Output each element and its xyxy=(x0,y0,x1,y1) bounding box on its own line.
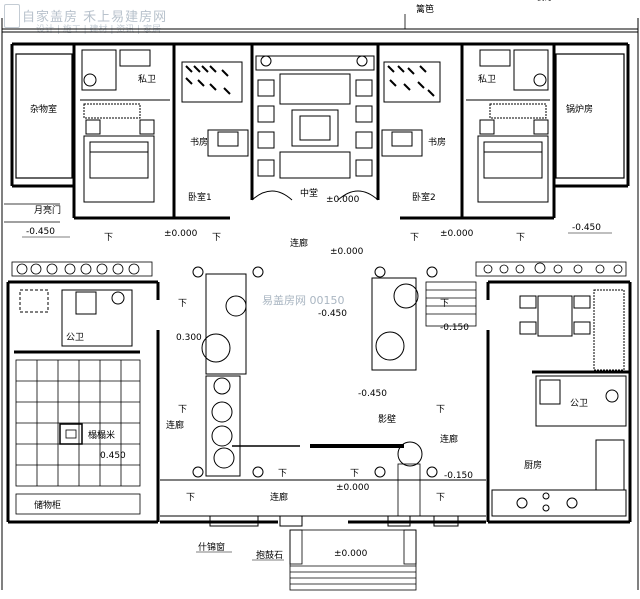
bedroom2-label: 卧室2 xyxy=(412,191,436,203)
tatami-label: 榻榻米 xyxy=(88,429,115,441)
north-corridor-label: 连廊 xyxy=(290,237,308,249)
boiler-label: 锅炉房 xyxy=(566,103,593,115)
tatami-level: 0.450 xyxy=(100,451,126,461)
left-study-label: 书房 xyxy=(190,136,208,148)
south-wall xyxy=(160,515,486,527)
east-building-walls xyxy=(486,280,632,524)
watermark-center: 易盖房网 00150 xyxy=(262,294,345,307)
left-study-interior xyxy=(181,61,249,157)
down-markers: 下 下 下 下 下 下 下 下 下 下 下 下 xyxy=(104,233,525,503)
north-corridor-level: ±0.000 xyxy=(330,247,364,257)
left-wing-interior xyxy=(80,49,170,203)
drum-stone-label: 抱鼓石 xyxy=(256,549,283,561)
svg-text:下: 下 xyxy=(436,405,445,415)
bedroom2-level: ±0.000 xyxy=(440,229,474,239)
left-private-bath-label: 私卫 xyxy=(138,74,156,85)
svg-text:下: 下 xyxy=(410,233,419,243)
step-right-low-level: -0.150 xyxy=(444,471,473,481)
right-study-interior xyxy=(381,61,441,157)
step-right-level: -0.150 xyxy=(440,323,469,333)
tatami-grid xyxy=(15,359,141,487)
hall-level: ±0.000 xyxy=(326,195,360,205)
shadow-wall-label: 影壁 xyxy=(378,413,396,425)
watermark-subtitle: 设计 | 施工 | 建材 | 资讯 | 家居 xyxy=(36,25,162,35)
svg-text:下: 下 xyxy=(186,493,195,503)
right-private-bath-label: 私卫 xyxy=(478,74,496,85)
storage-label: 杂物室 xyxy=(30,103,57,115)
kitchen-counters xyxy=(491,439,627,517)
tatami-raise-level: 0.300 xyxy=(176,333,202,343)
right-steps xyxy=(425,281,477,327)
kitchen-label: 厨房 xyxy=(524,459,542,471)
svg-text:下: 下 xyxy=(440,299,449,309)
yard-left-level: -0.450 xyxy=(26,227,55,237)
fence-label: 篱笆 xyxy=(416,3,434,15)
bedroom1-level: ±0.000 xyxy=(164,229,198,239)
central-hall-interior xyxy=(251,55,379,201)
svg-text:下: 下 xyxy=(212,233,221,243)
south-corridor-level: ±0.000 xyxy=(336,483,370,493)
svg-text:下: 下 xyxy=(178,405,187,415)
svg-text:下: 下 xyxy=(278,469,287,479)
entrance-level: ±0.000 xyxy=(334,549,368,559)
moon-gate-label: 月亮门 xyxy=(34,204,61,216)
courtyard-upper-level: -0.450 xyxy=(318,309,347,319)
svg-text:下: 下 xyxy=(104,233,113,243)
east-toilet-label: 公卫 xyxy=(570,398,588,409)
east-corridor-label: 连廊 xyxy=(440,433,458,445)
dining-table xyxy=(519,289,625,371)
hedge-row xyxy=(11,261,627,277)
right-planter xyxy=(371,277,423,467)
dining-label: 餐厅 xyxy=(536,0,554,3)
svg-text:下: 下 xyxy=(350,469,359,479)
north-building-walls xyxy=(10,42,630,220)
west-building-walls xyxy=(6,280,160,524)
storage-room xyxy=(15,53,73,179)
svg-text:下: 下 xyxy=(516,233,525,243)
west-corridor-label: 连廊 xyxy=(166,419,184,431)
boiler-room xyxy=(555,53,625,179)
right-wing-interior xyxy=(466,49,550,203)
right-study-label: 书房 xyxy=(428,136,446,148)
watermark-logo-icon xyxy=(4,4,20,28)
svg-text:下: 下 xyxy=(436,493,445,503)
brocade-window-label: 什锦窗 xyxy=(198,541,225,553)
svg-text:下: 下 xyxy=(178,299,187,309)
courtyard-columns xyxy=(192,266,438,478)
yard-right-level: -0.450 xyxy=(572,223,601,233)
storage-cabinet-label: 储物柜 xyxy=(34,499,61,511)
courtyard-mid-level: -0.450 xyxy=(358,389,387,399)
west-toilet-label: 公卫 xyxy=(66,332,84,343)
watermark-brand: 自家盖房 禾上易建房网 xyxy=(22,10,168,25)
central-hall-label: 中堂 xyxy=(300,187,318,199)
left-planter xyxy=(201,273,247,477)
west-toilet xyxy=(19,289,133,347)
bedroom1-label: 卧室1 xyxy=(188,191,212,203)
entrance-steps xyxy=(289,529,417,591)
fence-boundary xyxy=(1,18,639,590)
south-corridor-label: 连廊 xyxy=(270,491,288,503)
east-toilet xyxy=(535,375,627,427)
